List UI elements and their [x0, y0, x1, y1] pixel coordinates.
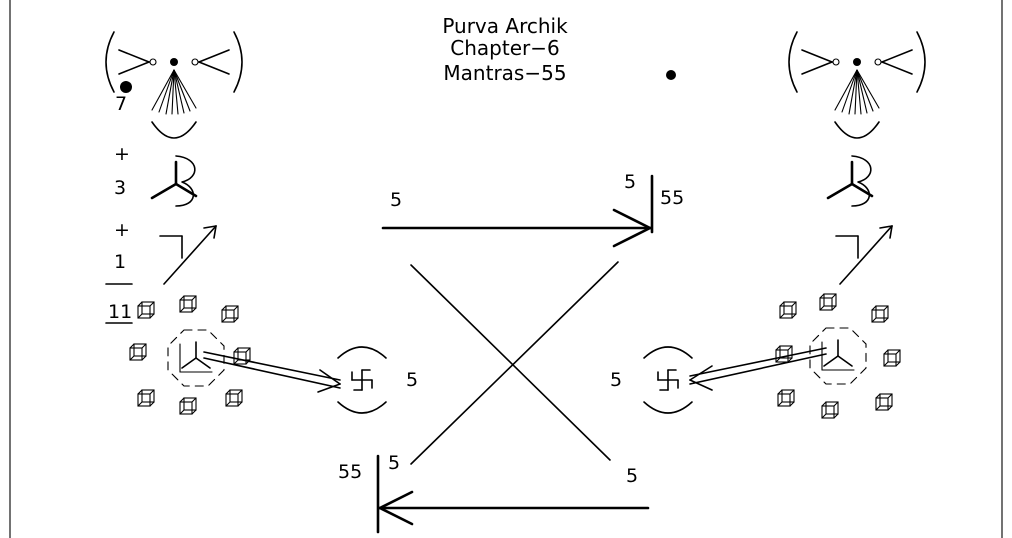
left-value-11: 11 [108, 301, 132, 323]
cube-icon [225, 389, 243, 407]
title-line-2: Chapter−6 [450, 36, 559, 60]
right-smile-icon [834, 121, 880, 139]
cube-icon [819, 293, 837, 311]
right-cube-cluster [775, 293, 901, 419]
left-double-arrow [203, 351, 341, 393]
title-line-3: Mantras−55 [443, 61, 566, 85]
cube-icon [775, 345, 793, 363]
top-arrow-left-label: 5 [390, 189, 402, 211]
left-smile-icon [151, 121, 197, 139]
title-dot [666, 70, 676, 80]
cube-icon [871, 305, 889, 323]
cube-icon [221, 305, 239, 323]
left-value-1: 1 [114, 251, 126, 273]
left-plus-1: + [114, 143, 130, 165]
title-line-1: Purva Archik [442, 14, 568, 38]
cube-icon [137, 389, 155, 407]
bottom-right-label: 5 [626, 465, 638, 487]
cube-icon [821, 401, 839, 419]
top-right-arrow [381, 174, 654, 248]
cube-icon [777, 389, 795, 407]
left-swastika-icon [337, 346, 387, 414]
left-three-spoke-icon [167, 329, 225, 387]
cube-icon [179, 295, 197, 313]
left-spiral-icon [150, 154, 198, 208]
top-arrow-small-label: 5 [624, 171, 636, 193]
left-value-3: 3 [114, 177, 126, 199]
bottom-arrow-small-label: 5 [388, 452, 400, 474]
cube-icon [779, 301, 797, 319]
right-upward-arrow-icon [835, 225, 893, 285]
cube-icon [875, 393, 893, 411]
left-upward-arrow-icon [159, 225, 217, 285]
left-value-7: 7 [115, 93, 127, 115]
right-spiral-icon [826, 154, 874, 208]
right-swastika-icon [643, 346, 693, 414]
cube-icon [137, 301, 155, 319]
cross-line-down [410, 264, 611, 461]
left-cube-cluster [129, 295, 251, 415]
right-sun-ray-icon [834, 69, 880, 115]
right-swastika-label: 5 [610, 369, 622, 391]
cube-icon [129, 343, 147, 361]
cube-icon [179, 397, 197, 415]
bottom-arrow-big-label: 55 [338, 461, 362, 483]
cube-icon [883, 349, 901, 367]
top-arrow-big-label: 55 [660, 187, 684, 209]
bottom-left-arrow [376, 454, 650, 534]
cross-line-up [410, 261, 619, 465]
left-plus-2: + [114, 219, 130, 241]
right-double-arrow [689, 347, 827, 391]
left-sun-ray-icon [151, 69, 197, 115]
left-swastika-label: 5 [406, 369, 418, 391]
left-small-dot [120, 81, 132, 93]
right-eyes-icon [788, 31, 926, 93]
